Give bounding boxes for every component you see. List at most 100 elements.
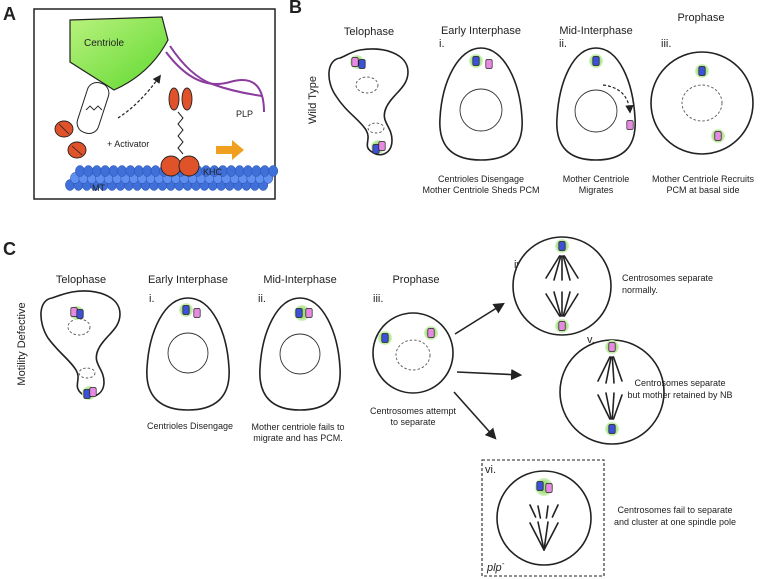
nucleus	[574, 89, 618, 133]
nucleus	[355, 76, 379, 94]
early-interphase-cell	[146, 297, 230, 411]
nucleus	[459, 88, 503, 132]
mid-interphase-cell	[556, 47, 636, 161]
spindle-microtubule	[563, 293, 579, 317]
nucleus	[167, 332, 209, 374]
outcome-iv-cell	[512, 236, 612, 336]
telophase-cell	[40, 290, 121, 398]
microtubule	[65, 165, 279, 191]
stage-numeral: ii.	[559, 38, 567, 50]
tubulin-subunit	[91, 165, 102, 177]
mother-centriole	[698, 66, 706, 76]
spindle-microtubule	[537, 521, 545, 551]
centriole-shape	[69, 16, 169, 91]
stage-title: Early Interphase	[148, 274, 228, 286]
plp-genotype-sup: -	[502, 559, 505, 568]
spindle-microtubule	[612, 394, 623, 420]
outcome-caption: Centrosomes fail to separate	[617, 505, 732, 515]
stage-title: Telophase	[56, 274, 106, 286]
centrosome	[350, 55, 366, 69]
spindle-microtubule	[597, 356, 611, 382]
mother-centriole	[472, 56, 480, 66]
prophase-cell	[650, 51, 754, 155]
spindle-microtubule	[537, 505, 542, 519]
activator-label: + Activator	[107, 139, 149, 149]
tubulin-subunit	[117, 165, 127, 177]
spindle-microtubule	[562, 291, 571, 317]
centrosome	[589, 54, 634, 130]
tubulin-subunit	[108, 165, 119, 177]
outcome-arrow	[453, 391, 497, 440]
stage-caption: to separate	[390, 417, 435, 427]
outcome-numeral: vi.	[485, 464, 496, 476]
spindle-microtubule	[597, 394, 611, 420]
telophase-cell	[328, 48, 409, 156]
panel-label-a: A	[3, 4, 16, 24]
spindle-microtubule	[611, 356, 615, 384]
centrosome	[695, 64, 725, 143]
stage-title: Prophase	[392, 274, 439, 286]
motility-defective-row-label: Motility Defective	[16, 302, 28, 385]
outcome-caption: but mother retained by NB	[627, 390, 732, 400]
mother-centriole	[536, 481, 544, 491]
stage-caption: Centrioles Disengage	[438, 174, 524, 184]
spindle-microtubule	[612, 356, 623, 382]
outcome-arrow	[456, 368, 523, 381]
mt-label: MT	[92, 183, 105, 193]
mother-centriole	[358, 59, 366, 69]
daughter-centriole	[558, 321, 566, 331]
stage-title: Mid-Interphase	[263, 274, 336, 286]
stage-numeral: i.	[439, 38, 445, 50]
spindle	[529, 504, 559, 551]
spindle-microtubule	[545, 255, 561, 279]
plp-mutant-box	[481, 459, 605, 577]
prophase-cell	[372, 312, 454, 394]
tubulin-subunit	[125, 165, 136, 177]
spindle-microtubule	[553, 255, 562, 281]
stage-title: Early Interphase	[441, 25, 521, 37]
mid-interphase-cell	[259, 297, 341, 411]
stage-caption: Migrates	[579, 185, 614, 195]
centrosome	[535, 478, 553, 496]
centrosome	[179, 303, 201, 318]
mother-centriole	[608, 424, 616, 434]
panel-a: MT Centriole PLP + Activator KHC	[33, 8, 279, 200]
tubulin-subunit	[268, 165, 279, 177]
stage-caption: Centrioles Disengage	[147, 421, 233, 431]
stage-caption: Centrosomes attempt	[370, 406, 457, 416]
tubulin-subunit	[83, 165, 94, 177]
centrosome	[605, 340, 619, 436]
centrosome	[294, 305, 313, 321]
plp-strand	[165, 51, 265, 113]
stage-caption: Mother Centriole Recruits	[652, 174, 755, 184]
daughter-centriole	[89, 387, 97, 397]
daughter-centriole	[608, 342, 616, 352]
active-kinesin	[160, 87, 200, 177]
plp-label: PLP	[236, 109, 253, 119]
mother-centriole	[558, 241, 566, 251]
stage-numeral: iii.	[373, 293, 383, 305]
outcome-caption: Centrosomes separate	[634, 378, 725, 388]
mother-centriole	[295, 308, 303, 318]
centrosome	[378, 326, 438, 345]
panel-label-c: C	[3, 239, 16, 259]
tubulin-subunit	[243, 165, 253, 177]
spindle-microtubule	[545, 293, 561, 317]
tubulin-subunit	[133, 165, 144, 177]
daughter-centriole	[193, 308, 201, 318]
stage-numeral: iii.	[661, 38, 671, 50]
outcome-caption: normally.	[622, 285, 658, 295]
stage-caption: Mother Centriole	[563, 174, 630, 184]
nucleus	[681, 84, 723, 122]
migration-arrow	[602, 84, 634, 114]
activation-arrow	[117, 74, 161, 119]
nucleus	[78, 367, 96, 379]
spindle-microtubule	[562, 255, 571, 281]
khc-label: KHC	[203, 167, 223, 177]
mother-centriole	[372, 144, 380, 154]
mother-centriole	[76, 309, 84, 319]
stage-title: Prophase	[677, 12, 724, 24]
tubulin-subunit	[259, 165, 270, 177]
direction-arrow-icon	[216, 140, 244, 160]
